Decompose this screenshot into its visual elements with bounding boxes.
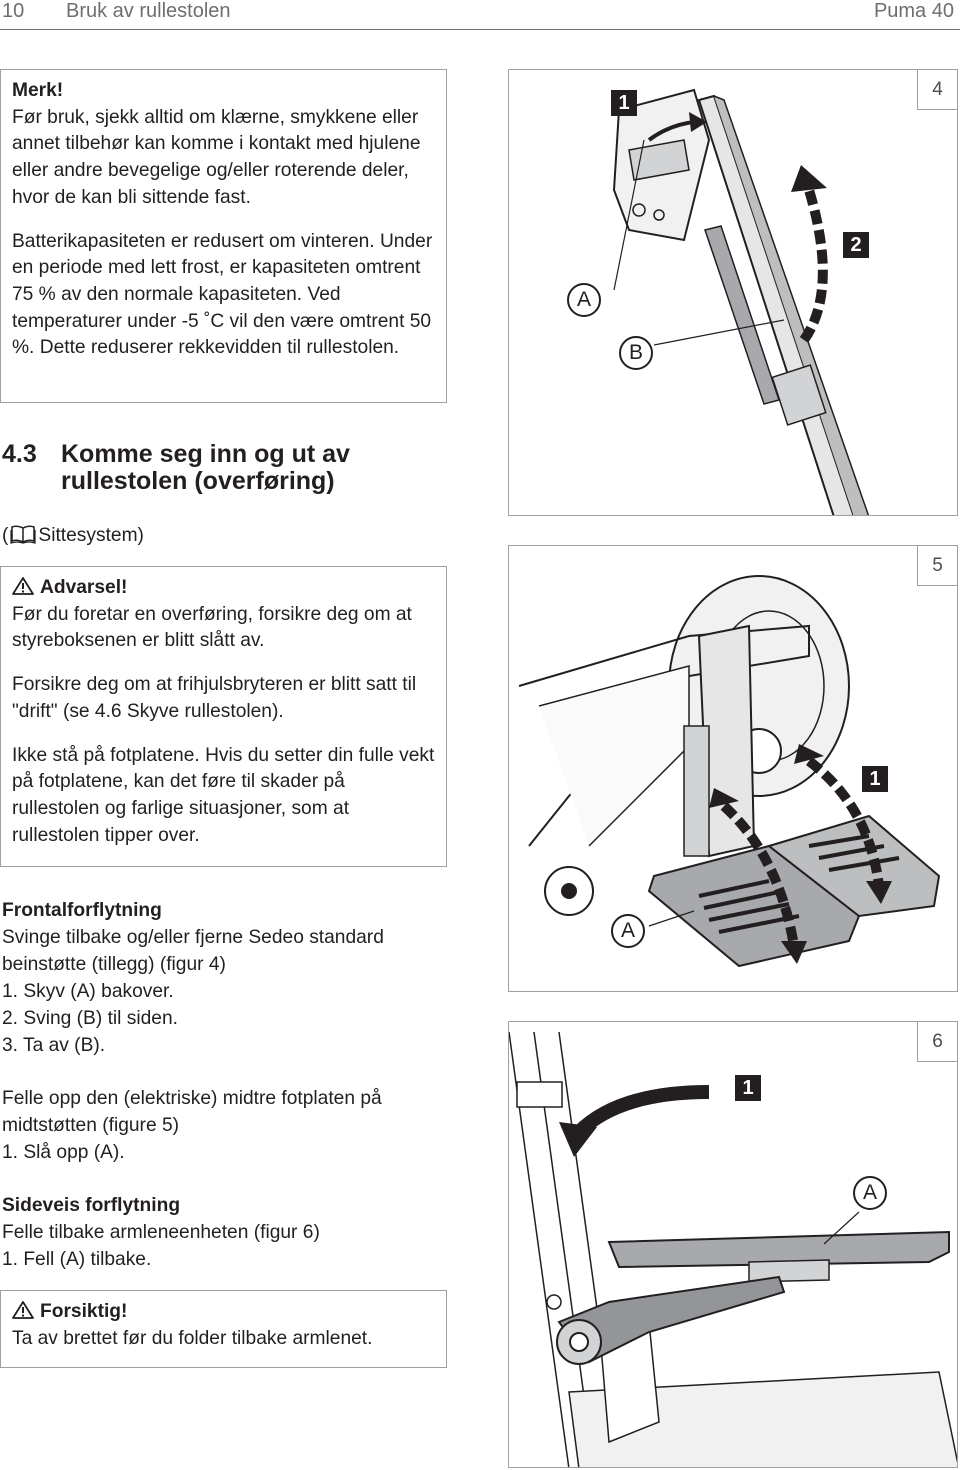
caution-text: Ta av brettet før du folder tilbake arml…: [12, 1327, 373, 1349]
product-name: Puma 40: [873, 0, 954, 22]
label-a: A: [567, 283, 601, 317]
chapter-title: Bruk av rullestolen: [66, 0, 231, 22]
page-number: 10: [2, 0, 25, 22]
caution-title: Forsiktig!: [40, 1301, 128, 1322]
label-a: A: [853, 1176, 887, 1210]
warning-box: Advarsel! Før du foretar en overføring, …: [0, 566, 447, 867]
header-rule: [0, 29, 960, 30]
frontal-step-3: 3. Ta av (B).: [2, 1035, 106, 1056]
frontal-step-1: 1. Skyv (A) bakover.: [2, 981, 174, 1002]
section-title-line2: rullestolen (overføring): [61, 467, 335, 495]
frontal-text: Svinge tilbake og/eller fjerne Sedeo sta…: [2, 927, 384, 975]
step-tag-1: 1: [862, 766, 888, 792]
footplate-block: Felle opp den (elektriske) midtre fotpla…: [2, 1085, 442, 1166]
section-heading: 4.3 Komme seg inn og ut av rullestolen (o…: [2, 441, 350, 495]
note-box: Merk! Før bruk, sjekk alltid om klærne, …: [0, 69, 447, 403]
footplate-text: Felle opp den (elektriske) midtre fotpla…: [2, 1088, 382, 1136]
section-number: 4.3: [2, 440, 37, 468]
side-heading: Sideveis forflytning: [2, 1195, 181, 1216]
step-tag-1: 1: [611, 90, 637, 116]
figure-number: 4: [917, 70, 957, 110]
footplate-illustration: [518, 575, 941, 968]
warning-paragraph-3: Ikke stå på fotplatene. Hvis du setter d…: [12, 744, 435, 846]
armrest-illustration: [509, 1031, 957, 1467]
note-paragraph-2: Batterikapasiteten er redusert om vinter…: [12, 230, 433, 359]
book-icon: [10, 525, 36, 544]
warning-title: Advarsel!: [40, 577, 128, 598]
frontal-step-2: 2. Sving (B) til siden.: [2, 1008, 178, 1029]
legrest-illustration: [612, 88, 870, 515]
side-text: Felle tilbake armleneenheten (figur 6): [2, 1222, 320, 1243]
warning-paragraph-2: Forsikre deg om at frihjulsbryteren er b…: [12, 674, 417, 722]
figure-number: 6: [917, 1022, 957, 1062]
step-tag-2: 2: [843, 232, 869, 258]
note-title: Merk!: [12, 80, 64, 101]
label-b: B: [619, 336, 653, 370]
warning-icon: [12, 577, 34, 595]
step-tag-1: 1: [735, 1075, 761, 1101]
footplate-step-1: 1. Slå opp (A).: [2, 1142, 125, 1163]
figure-5: 1 A 5: [508, 545, 958, 992]
label-a: A: [611, 914, 645, 948]
side-step-1: 1. Fell (A) tilbake.: [2, 1249, 152, 1270]
figure-6: 1 A 6: [508, 1021, 958, 1468]
frontal-transfer-block: Frontalforflytning Svinge tilbake og/ell…: [2, 897, 442, 1059]
frontal-heading: Frontalforflytning: [2, 900, 162, 921]
caution-box: Forsiktig! Ta av brettet før du folder t…: [0, 1290, 447, 1368]
warning-paragraph-1: Før du foretar en overføring, forsikre d…: [12, 603, 412, 652]
note-paragraph-1: Før bruk, sjekk alltid om klærne, smykke…: [12, 106, 421, 208]
warning-icon: [12, 1301, 34, 1319]
side-transfer-block: Sideveis forflytning Felle tilbake armle…: [2, 1192, 442, 1273]
section-reference-text: Sittesystem): [38, 525, 144, 546]
page-header: 10 Bruk av rullestolen Puma 40: [0, 0, 960, 30]
figure-number: 5: [917, 546, 957, 586]
section-reference: (Sittesystem): [2, 525, 144, 546]
figure-4: 1 2 A B 4: [508, 69, 958, 516]
section-title-line1: Komme seg inn og ut av: [61, 440, 350, 468]
